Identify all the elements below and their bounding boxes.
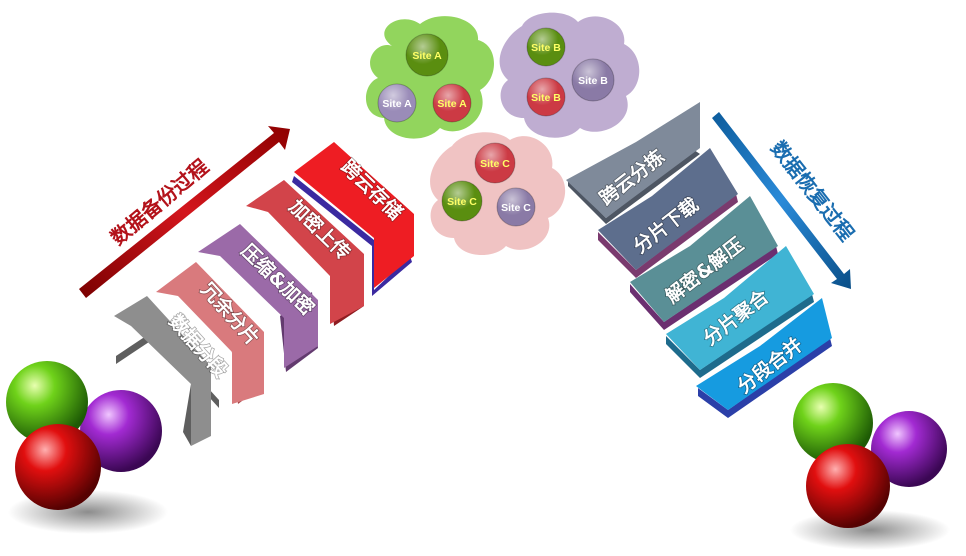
site-node: Site B [526,27,566,67]
restore-direction-arrow [712,112,851,289]
site-label: Site A [437,98,467,110]
site-label: Site C [501,202,531,214]
backup-direction-arrow [79,126,290,298]
cloud-site-b: Site B Site B Site B [499,12,640,138]
site-node: Site A [405,33,449,77]
green-ball [6,361,88,443]
cloud-site-a: Site A Site A Site A [365,16,494,139]
site-label: Site A [412,50,442,62]
source-data-balls [6,361,168,534]
site-label: Site C [447,196,477,208]
site-label: Site A [382,98,412,110]
cloud-site-c: Site C Site C Site C [430,132,566,256]
site-label: Site B [531,92,561,104]
restored-data-balls [790,383,950,550]
red-ball [806,444,890,528]
site-node: Site B [526,77,566,117]
purple-ball [80,390,162,472]
site-node: Site A [377,83,417,123]
red-ball [15,424,101,510]
site-node: Site C [474,142,516,184]
purple-ball [871,411,947,487]
green-ball [793,383,873,463]
site-node: Site C [441,180,483,222]
site-node: Site A [432,83,472,123]
site-node: Site C [496,187,536,227]
site-label: Site B [531,42,561,54]
restore-title: 数据恢复过程 [766,136,859,245]
site-label: Site C [480,158,510,170]
site-label: Site B [578,75,608,87]
site-node: Site B [571,58,615,102]
